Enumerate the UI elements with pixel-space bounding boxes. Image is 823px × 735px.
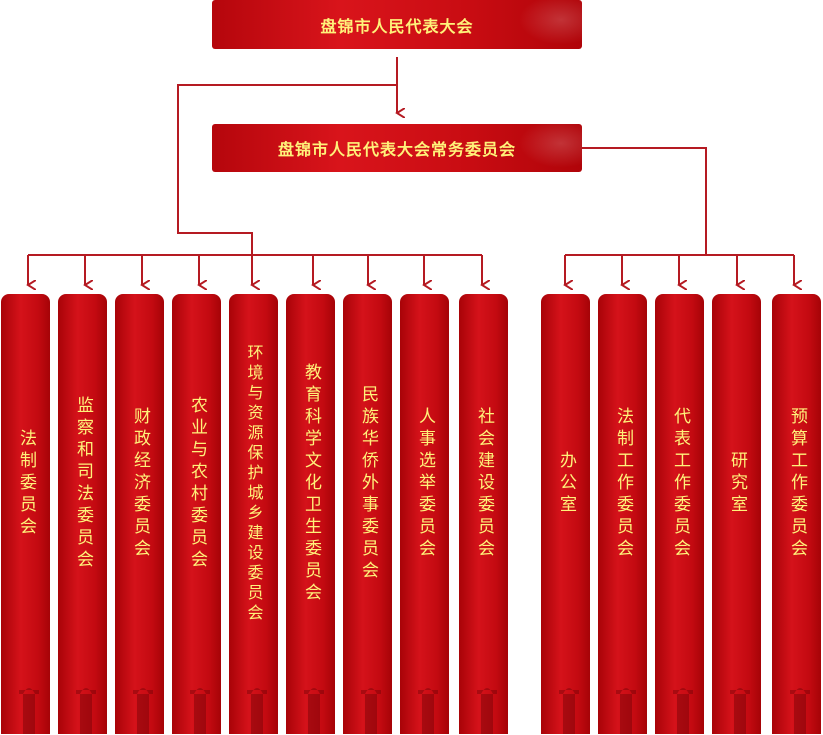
pillar-decoration [247, 688, 267, 734]
committee-label: 财政经济委员会 [130, 407, 150, 561]
pillar-decoration [559, 688, 579, 734]
committee-label: 教育科学文化卫生委员会 [301, 363, 321, 605]
office-column: 代表工作委员会 [655, 294, 704, 734]
pillar-decoration [19, 688, 39, 734]
committee-column: 教育科学文化卫生委员会 [286, 294, 335, 734]
flag-decoration [512, 124, 582, 172]
pillar-decoration [477, 688, 497, 734]
office-label: 法制工作委员会 [613, 407, 633, 561]
office-column: 法制工作委员会 [598, 294, 647, 734]
committee-column: 监察和司法委员会 [58, 294, 107, 734]
office-label: 办公室 [556, 451, 576, 517]
committee-label: 民族华侨外事委员会 [358, 385, 378, 583]
committee-column: 环境与资源保护城乡建设委员会 [229, 294, 278, 734]
committee-column: 人事选举委员会 [400, 294, 449, 734]
pillar-decoration [133, 688, 153, 734]
office-label: 研究室 [727, 451, 747, 517]
office-label: 代表工作委员会 [670, 407, 690, 561]
flag-decoration [512, 0, 582, 49]
committee-column: 社会建设委员会 [459, 294, 508, 734]
committee-column: 财政经济委员会 [115, 294, 164, 734]
committee-label: 社会建设委员会 [474, 407, 494, 561]
pillar-decoration [673, 688, 693, 734]
committee-column: 民族华侨外事委员会 [343, 294, 392, 734]
committee-label: 环境与资源保护城乡建设委员会 [244, 344, 264, 624]
pillar-decoration [790, 688, 810, 734]
pillar-decoration [190, 688, 210, 734]
office-column: 研究室 [712, 294, 761, 734]
standing-committee-label: 盘锦市人民代表大会常务委员会 [277, 140, 516, 159]
office-column: 办公室 [541, 294, 590, 734]
npc-label: 盘锦市人民代表大会 [320, 16, 474, 36]
pillar-decoration [730, 688, 750, 734]
office-label: 预算工作委员会 [787, 407, 807, 561]
pillar-decoration [418, 688, 438, 734]
pillar-decoration [361, 688, 381, 734]
committee-label: 监察和司法委员会 [73, 396, 93, 572]
committee-label: 人事选举委员会 [415, 407, 435, 561]
pillar-decoration [304, 688, 324, 734]
committee-label: 农业与农村委员会 [187, 396, 207, 572]
pillar-decoration [616, 688, 636, 734]
committee-label: 法制委员会 [16, 429, 36, 539]
committee-column: 农业与农村委员会 [172, 294, 221, 734]
standing-committee-box: 盘锦市人民代表大会常务委员会 [212, 124, 582, 172]
committee-column: 法制委员会 [1, 294, 50, 734]
office-column: 预算工作委员会 [772, 294, 821, 734]
npc-box: 盘锦市人民代表大会 [212, 0, 582, 49]
pillar-decoration [76, 688, 96, 734]
